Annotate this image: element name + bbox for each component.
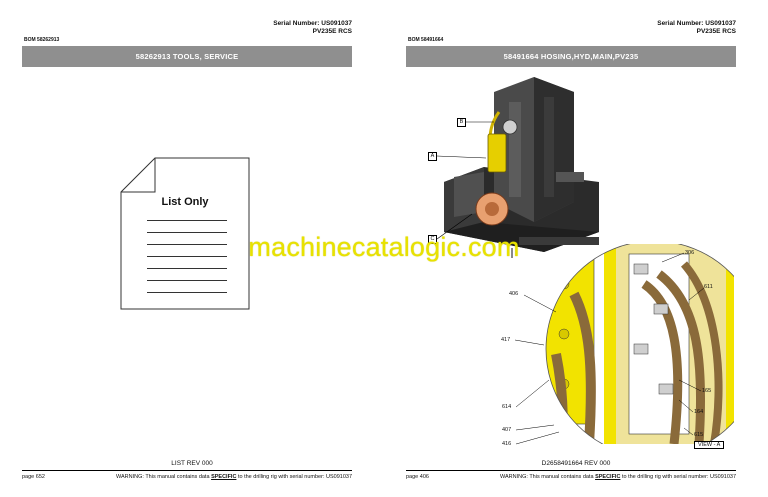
list-only-label: List Only xyxy=(161,196,209,208)
model-name: PV235E RCS xyxy=(312,28,352,35)
warning-prefix: WARNING: This manual contains data xyxy=(499,474,596,480)
callout-416: 416 xyxy=(502,441,512,447)
callout-615: 615 xyxy=(694,432,704,438)
watermark: machinecatalogic.com xyxy=(248,232,520,262)
callout-box-a: A xyxy=(428,152,437,161)
page-number: page 652 xyxy=(22,474,45,480)
callout-407: 407 xyxy=(502,427,512,433)
section-header: 58491664 HOSING,HYD,MAIN,PV235 xyxy=(406,46,736,67)
callout-306: 306 xyxy=(685,250,695,256)
section-header: 58262913 TOOLS, SERVICE xyxy=(22,46,352,67)
view-label: VIEW - A xyxy=(694,441,725,449)
bom-number: BOM 58491664 xyxy=(408,37,444,43)
document-line xyxy=(147,268,227,269)
warning-specific: SPECIFIC xyxy=(211,474,237,480)
right-page: Serial Number: US091037 PV235E RCS BOM 5… xyxy=(384,0,768,497)
warning-prefix: WARNING: This manual contains data xyxy=(115,474,212,480)
left-page: Serial Number: US091037 PV235E RCS BOM 5… xyxy=(22,20,352,480)
warning-specific: SPECIFIC xyxy=(595,474,621,480)
revision-label: LIST REV 000 xyxy=(171,460,213,467)
bom-number: BOM 58262913 xyxy=(24,37,60,43)
document-line xyxy=(147,256,227,257)
serial-number: Serial Number: US091037 xyxy=(273,20,352,27)
document-line xyxy=(147,292,227,293)
callout-417: 417 xyxy=(501,337,511,343)
warning-suffix: to the drilling rig with serial number: … xyxy=(620,474,736,480)
warning-suffix: to the drilling rig with serial number: … xyxy=(236,474,352,480)
serial-block: Serial Number: US091037 PV235E RCS xyxy=(657,20,736,36)
drawing-number: D2658491664 REV 000 xyxy=(541,460,611,467)
footer-rule xyxy=(22,470,352,471)
callout-614: 614 xyxy=(502,404,512,410)
warning-text: WARNING: This manual contains data SPECI… xyxy=(500,474,736,480)
footer-rule xyxy=(406,470,736,471)
document-icon xyxy=(120,157,250,310)
page-number: page 406 xyxy=(406,474,429,480)
callout-165: 165 xyxy=(702,388,712,394)
callout-box-b: B xyxy=(457,118,466,127)
model-name: PV235E RCS xyxy=(696,28,736,35)
document-line xyxy=(147,220,227,221)
callout-box-c: C xyxy=(428,235,437,244)
document-line xyxy=(147,244,227,245)
serial-block: Serial Number: US091037 PV235E RCS xyxy=(273,20,352,36)
serial-number: Serial Number: US091037 xyxy=(657,20,736,27)
drill-rig-illustration xyxy=(444,77,599,258)
warning-text: WARNING: This manual contains data SPECI… xyxy=(116,474,352,480)
hydraulic-detail-illustration xyxy=(545,244,734,444)
document-line xyxy=(147,280,227,281)
callout-164: 164 xyxy=(694,409,704,415)
document-line xyxy=(147,232,227,233)
callout-406: 406 xyxy=(509,291,519,297)
callout-611: 611 xyxy=(704,284,713,290)
